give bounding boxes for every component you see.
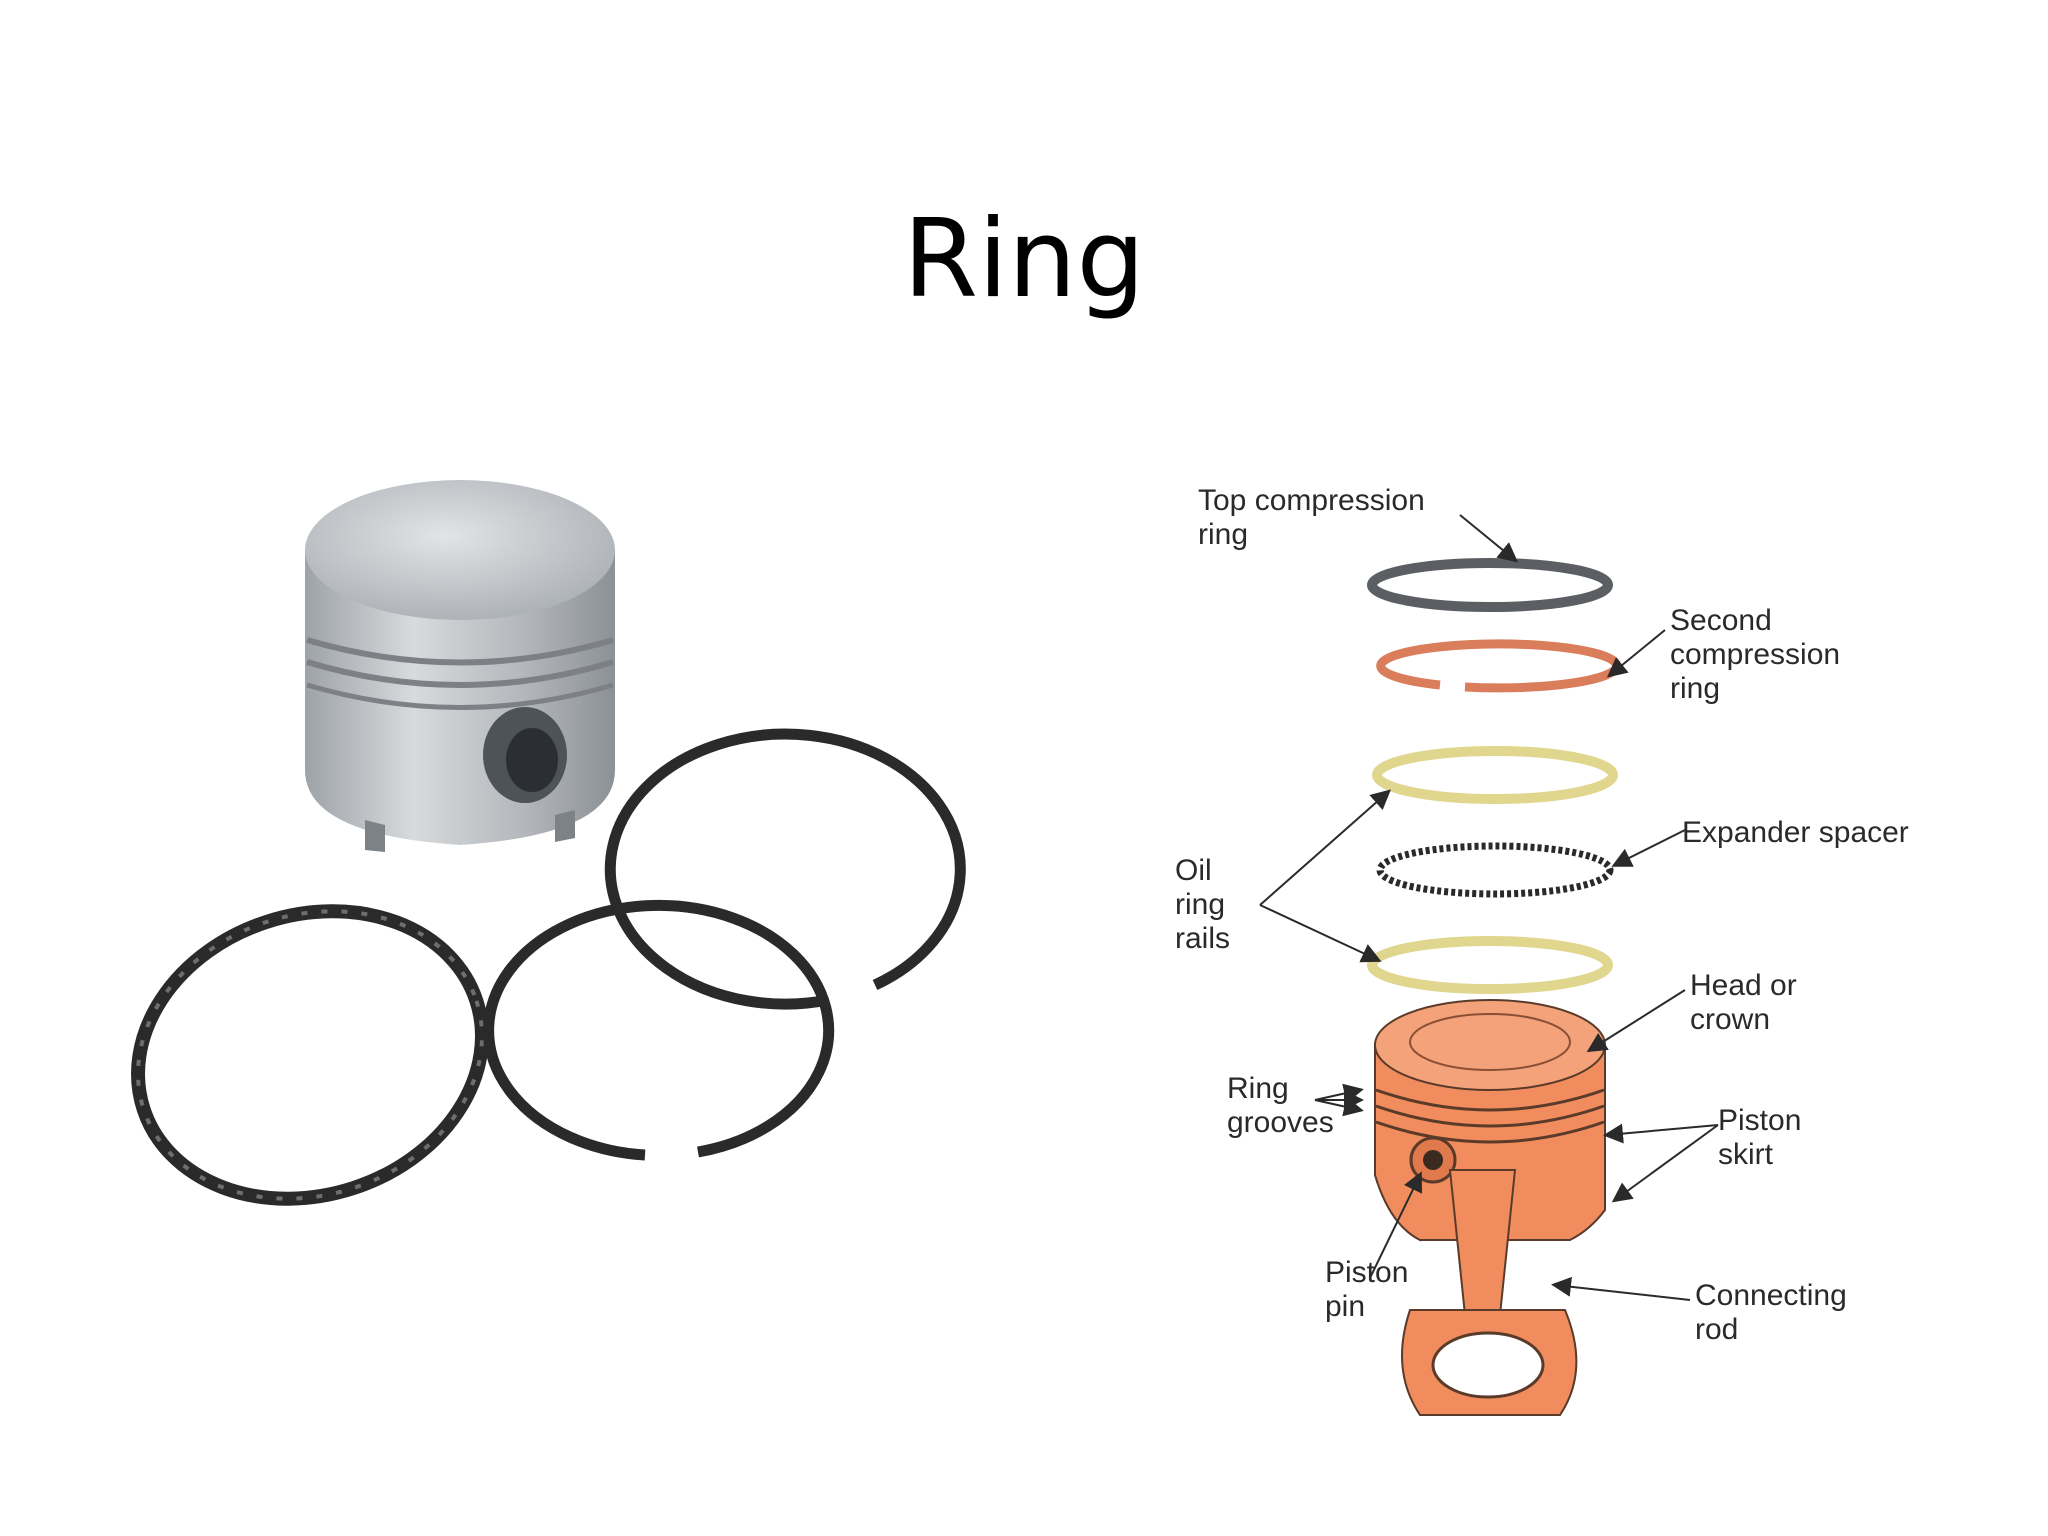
label-oil-rails-1: Oil — [1175, 854, 1212, 887]
oil-ring-rail-top — [1372, 746, 1618, 804]
label-ring-grooves-1: Ring — [1227, 1072, 1289, 1105]
label-piston-pin-1: Piston — [1325, 1256, 1408, 1289]
second-compression-ring — [1376, 639, 1622, 693]
piston-body — [305, 480, 615, 852]
top-compression-ring — [1367, 558, 1613, 612]
label-head-crown-1: Head or — [1690, 969, 1797, 1002]
piston-photo — [131, 480, 966, 1206]
leader-lines — [1259, 514, 1719, 1301]
label-second-compression-3: ring — [1670, 672, 1720, 705]
label-ring-grooves-2: grooves — [1227, 1106, 1334, 1139]
label-top-compression-2: ring — [1198, 518, 1248, 551]
label-top-compression-1: Top compression — [1198, 484, 1425, 517]
diagram-piston — [1374, 999, 1606, 1242]
compression-ring-top — [604, 728, 966, 1010]
piston-ring-diagram: Top compression ring Second compression … — [1175, 484, 1909, 1416]
label-piston-skirt-1: Piston — [1718, 1104, 1801, 1137]
label-connecting-rod-1: Connecting — [1695, 1279, 1847, 1312]
label-expander-spacer: Expander spacer — [1682, 816, 1909, 849]
compression-ring-middle — [483, 899, 835, 1161]
oil-ring-rail-bottom — [1367, 936, 1613, 994]
label-oil-rails-3: rails — [1175, 922, 1230, 955]
slide-title: Ring — [902, 197, 1146, 322]
diagram-connecting-rod — [1401, 1169, 1578, 1416]
oil-ring — [131, 904, 489, 1206]
label-second-compression-1: Second — [1670, 604, 1772, 637]
label-second-compression-2: compression — [1670, 638, 1840, 671]
label-head-crown-2: crown — [1690, 1003, 1770, 1036]
label-oil-rails-2: ring — [1175, 888, 1225, 921]
label-piston-pin-2: pin — [1325, 1290, 1365, 1323]
expander-spacer — [1376, 842, 1614, 898]
label-connecting-rod-2: rod — [1695, 1313, 1738, 1346]
label-piston-skirt-2: skirt — [1718, 1138, 1774, 1171]
